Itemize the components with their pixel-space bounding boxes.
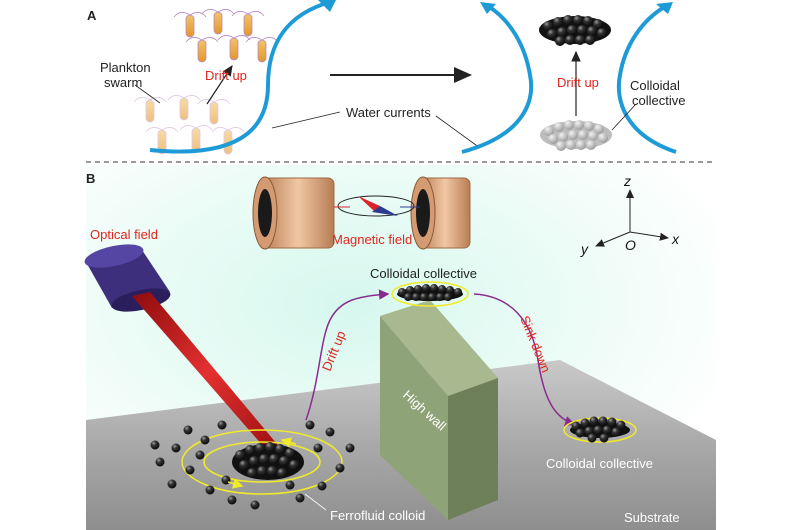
panel-a: A [87, 0, 685, 155]
water-current-left [149, 0, 331, 154]
water-current-right-inner [461, 4, 534, 154]
high-wall [380, 300, 498, 520]
plankton-label-line1: Plankton [100, 60, 151, 75]
panel-a-letter: A [87, 8, 97, 23]
water-current-left-head [318, 0, 336, 12]
colloidal-leader-line [611, 103, 637, 131]
axis-y-label: y [580, 241, 589, 257]
drift-up-path [305, 289, 390, 421]
colloid-cluster-top-a [539, 15, 611, 46]
water-current-right-inner-head [480, 2, 496, 14]
water-current-right-outer-head [656, 2, 673, 14]
ferrofluid-colloid [150, 420, 355, 510]
water-currents-leader-right [435, 115, 481, 149]
plankton-swarm-upper [173, 9, 279, 63]
electromagnetic-coil-left [252, 176, 335, 250]
panel-b-letter: B [86, 171, 95, 186]
colloidal-collective-right-label: Colloidal collective [546, 456, 653, 471]
axis-x-label: x [671, 231, 680, 247]
colloidal-label-line2: collective [632, 93, 685, 108]
field-orbit-ring [337, 195, 415, 217]
colloidal-collective-top-label: Colloidal collective [370, 266, 477, 281]
laser-beam [132, 292, 282, 454]
water-currents-leader-left [271, 111, 341, 129]
compass-needle-icon [358, 196, 398, 216]
electromagnetic-coil-right [410, 176, 471, 250]
axis-origin-label: O [625, 237, 636, 253]
drift-up-label-right: Drift up [557, 75, 599, 90]
sink-down-path [473, 293, 576, 427]
colloid-cluster-bottom-a [540, 120, 612, 151]
substrate-label: Substrate [624, 510, 680, 525]
drift-up-label-left: Drift up [205, 68, 247, 83]
water-currents-label: Water currents [346, 105, 431, 120]
water-current-right-outer [616, 4, 677, 154]
panel-b: B z x y O [84, 165, 716, 530]
plankton-label-line2: swarm [104, 75, 142, 90]
colloid-cluster-right-b [563, 416, 637, 443]
ferrofluid-colloid-label: Ferrofluid colloid [330, 508, 425, 523]
optical-field-label: Optical field [90, 227, 158, 242]
ferrofluid-leader-line [304, 493, 327, 511]
magnetic-field-label: Magnetic field [332, 232, 412, 247]
colloid-cluster-top-b [391, 281, 469, 307]
drift-up-arrow-left [206, 64, 233, 105]
axis-z-label: z [623, 173, 631, 189]
plankton-swarm-lower [133, 95, 245, 155]
colloidal-label-line1: Colloidal [630, 78, 680, 93]
coordinate-axes [595, 189, 669, 247]
plankton-leader-line [134, 84, 161, 104]
